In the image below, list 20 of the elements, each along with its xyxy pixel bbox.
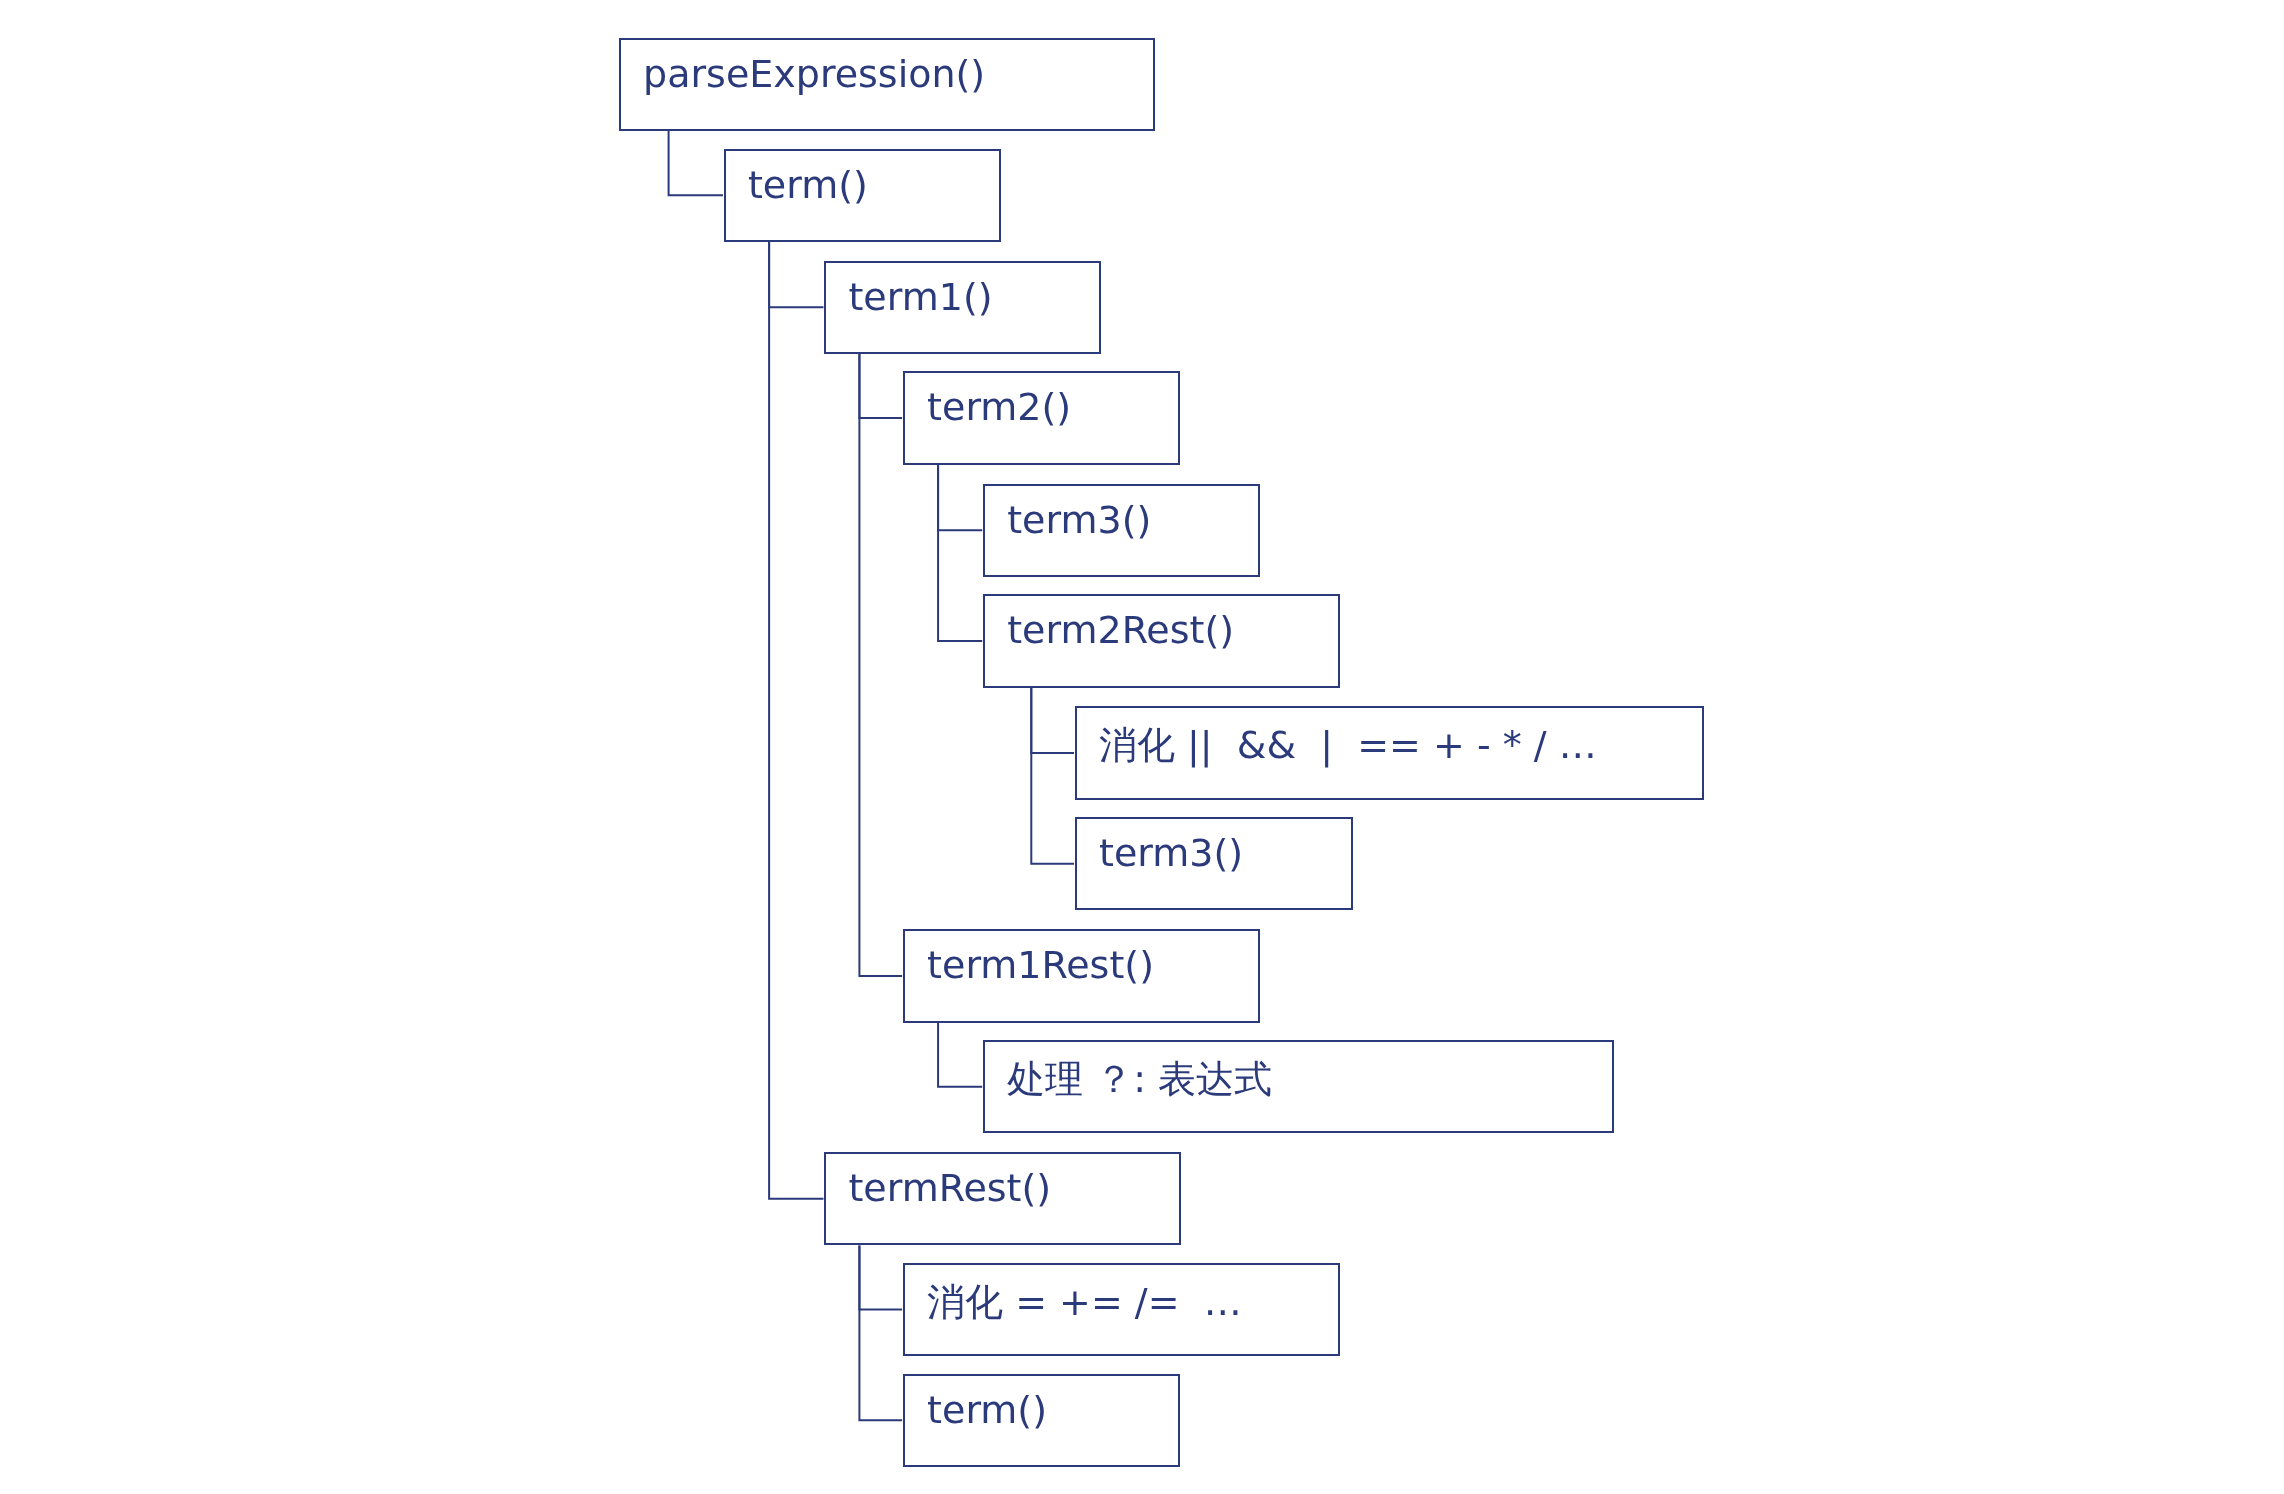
function-box: term() [723, 148, 1001, 242]
connector-line [937, 463, 984, 642]
function-box: term2() [903, 371, 1180, 465]
function-box: termRest() [824, 1152, 1182, 1246]
connector-line [937, 1021, 984, 1088]
function-box: 消化 || && | == + - * / … [1075, 706, 1705, 800]
connector-line [768, 240, 825, 1200]
function-box: term3() [1075, 817, 1354, 911]
function-box: parseExpression() [619, 37, 1156, 132]
function-box: 消化 = += /= … [903, 1262, 1341, 1357]
function-box: term1Rest() [903, 929, 1260, 1023]
connector-line [667, 130, 724, 197]
connector-line [1030, 686, 1075, 865]
connector-line [858, 1244, 904, 1422]
function-box: 处理 ？: 表达式 [983, 1040, 1614, 1134]
connector-line [858, 352, 904, 977]
function-box: term2Rest() [983, 594, 1341, 688]
function-box: term1() [824, 260, 1102, 354]
function-box: term3() [983, 483, 1260, 577]
function-box: term() [903, 1373, 1180, 1467]
